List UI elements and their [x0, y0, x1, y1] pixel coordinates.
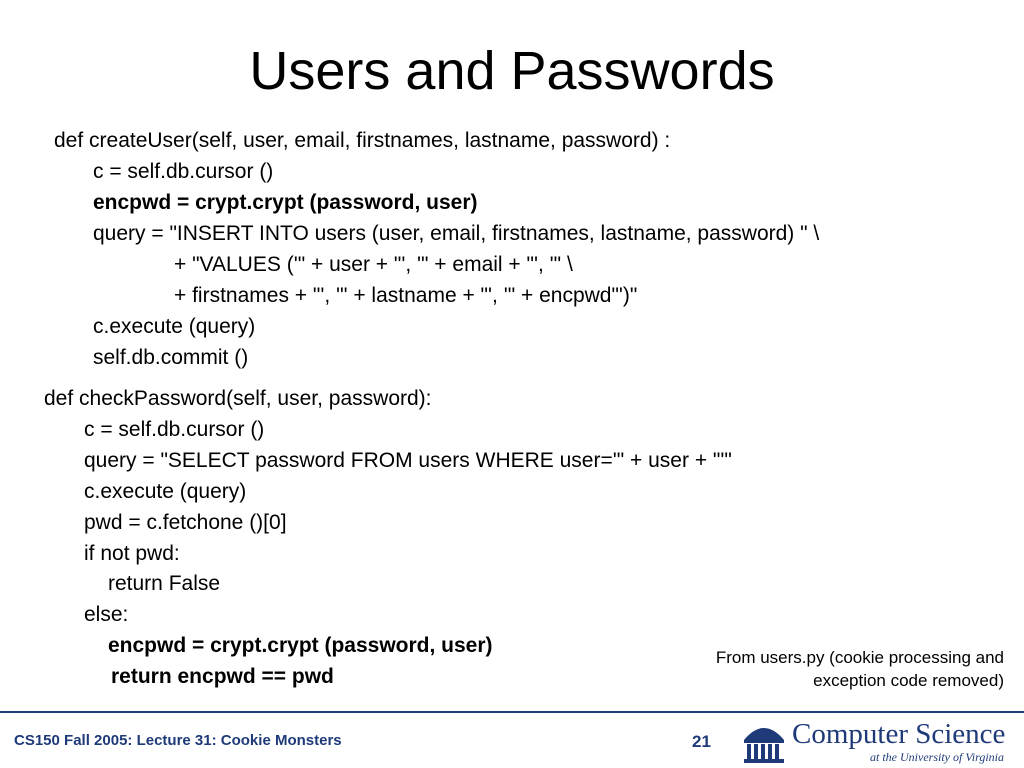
- source-caption: From users.py (cookie processing and exc…: [715, 648, 1004, 690]
- footer-divider: [0, 711, 1024, 713]
- code-line: def checkPassword(self, user, password):: [44, 387, 432, 410]
- code-line: if not pwd:: [84, 542, 180, 565]
- code-line: c.execute (query): [84, 480, 247, 503]
- code-line: c = self.db.cursor (): [84, 418, 265, 441]
- code-line: else:: [84, 603, 129, 626]
- page-number: 21: [692, 732, 711, 751]
- code-line: + "VALUES ('" + user + "', '" + email + …: [174, 253, 573, 276]
- code-line-highlight: encpwd = crypt.crypt (password, user): [108, 634, 493, 657]
- code-line: return False: [108, 572, 221, 595]
- logo-text: Computer Science: [792, 718, 1006, 750]
- department-logo: Computer Science at the University of Vi…: [742, 718, 1012, 764]
- code-line: self.db.commit (): [93, 346, 249, 369]
- lecture-label: CS150 Fall 2005: Lecture 31: Cookie Mons…: [14, 732, 342, 749]
- code-line: query = "SELECT password FROM users WHER…: [84, 449, 732, 472]
- code-line: query = "INSERT INTO users (user, email,…: [93, 222, 820, 245]
- rotunda-icon: [744, 728, 784, 763]
- code-line: pwd = c.fetchone ()[0]: [84, 511, 287, 534]
- code-line: c = self.db.cursor (): [93, 160, 274, 183]
- code-line: def createUser(self, user, email, firstn…: [54, 129, 671, 152]
- code-line-highlight: encpwd = crypt.crypt (password, user): [93, 191, 478, 214]
- code-line: c.execute (query): [93, 315, 256, 338]
- code-line: + firstnames + "', '" + lastname + "', '…: [174, 284, 638, 307]
- slide-title: Users and Passwords: [249, 41, 775, 101]
- logo-subtext: at the University of Virginia: [870, 750, 1004, 764]
- code-line-highlight: return encpwd == pwd: [111, 665, 334, 688]
